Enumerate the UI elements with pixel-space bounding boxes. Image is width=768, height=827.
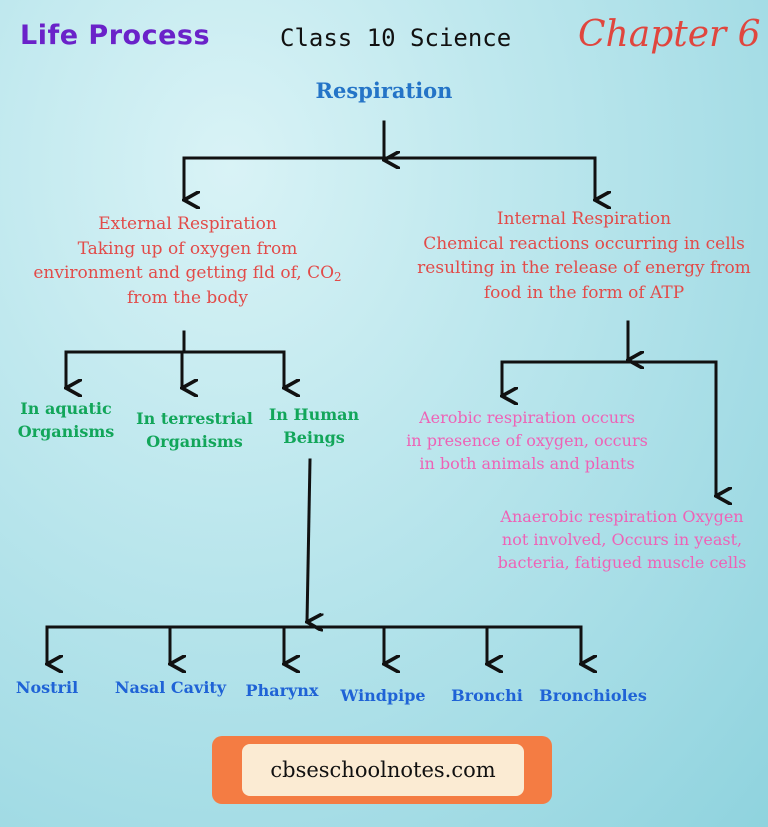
organ-pharynx: Pharynx [245, 681, 319, 700]
header-chapter: Chapter 6 [578, 14, 761, 55]
external-title: External Respiration [98, 214, 277, 234]
external-line-3: from the body [126, 287, 249, 308]
anaerobic-line-3: bacteria, fatigued muscle cells [497, 553, 747, 573]
terrestrial-line-2: Organisms [146, 432, 243, 452]
aerobic-line-1: Aerobic respiration occurs [419, 408, 635, 427]
anaerobic-line-2: not involved, Occurs in yeast, [501, 530, 743, 550]
internal-respiration-node: Internal Respiration Chemical reactions … [405, 207, 763, 306]
human-line-2: Beings [283, 428, 345, 448]
header-life-process: Life Process [20, 20, 211, 51]
human-beings-node: In Human Beings [258, 403, 370, 449]
aquatic-organisms-node: In aquatic Organisms [6, 397, 126, 443]
aerobic-node: Aerobic respiration occurs in presence o… [396, 406, 658, 476]
aquatic-line-1: In aquatic [20, 399, 112, 418]
terrestrial-line-1: In terrestrial [136, 409, 253, 428]
co2-subscript: 2 [334, 270, 342, 285]
internal-line-3: food in the form of ATP [483, 282, 685, 303]
organ-windpipe: Windpipe [340, 686, 426, 705]
terrestrial-organisms-node: In terrestrial Organisms [122, 407, 267, 453]
external-line-1: Taking up of oxygen from [77, 238, 298, 259]
organ-nasal-cavity: Nasal Cavity [114, 678, 227, 697]
human-line-1: In Human [268, 405, 360, 424]
footer-site-name: cbseschoolnotes.com [242, 744, 524, 796]
aerobic-line-3: in both animals and plants [419, 454, 635, 474]
anaerobic-node: Anaerobic respiration Oxygen not involve… [490, 505, 754, 575]
organ-nostril: Nostril [15, 678, 79, 697]
aquatic-line-2: Organisms [17, 422, 115, 442]
organ-bronchioles: Bronchioles [539, 686, 647, 705]
root-node: Respiration [315, 78, 453, 103]
anaerobic-line-1: Anaerobic respiration Oxygen [500, 507, 744, 526]
human-stem [307, 458, 310, 622]
external-respiration-node: External Respiration Taking up of oxygen… [10, 212, 365, 311]
internal-line-1: Chemical reactions occurring in cells [423, 233, 745, 254]
internal-line-2: resulting in the release of energy from [417, 258, 751, 279]
header-class-science: Class 10 Science [280, 24, 512, 52]
external-line-2: environment and getting fld of, CO2 [33, 263, 342, 285]
internal-title: Internal Respiration [496, 209, 672, 229]
aerobic-line-2: in presence of oxygen, occurs [406, 431, 648, 451]
organ-bronchi: Bronchi [451, 686, 523, 705]
